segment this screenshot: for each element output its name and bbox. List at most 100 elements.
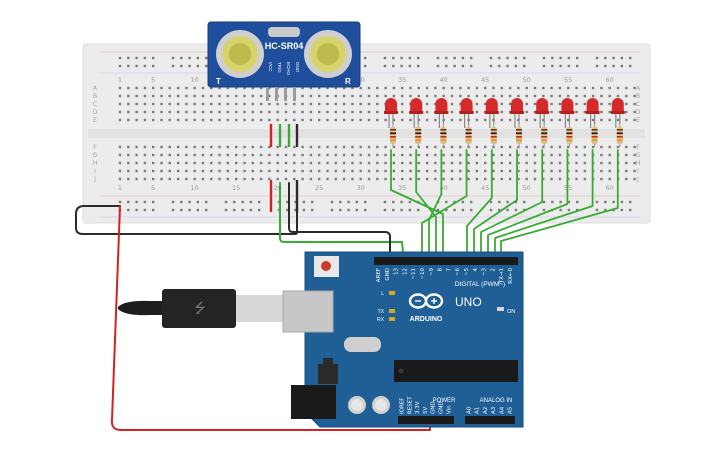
digital-pin-label: ~11 (411, 268, 417, 280)
usb-icon: ⭍ (194, 300, 206, 316)
digital-pin-label: ~9 (429, 268, 435, 277)
resistor (591, 124, 598, 147)
reset-button[interactable] (321, 261, 331, 271)
analog-pin-label: A2 (483, 407, 489, 414)
bb-column-number-top: 60 (606, 76, 614, 84)
digital-label: DIGITAL (PWM~) (455, 281, 505, 288)
bb-column-number-bottom: 30 (357, 184, 365, 192)
sensor-corner-right: R (345, 77, 351, 86)
bb-column-number-top: 30 (357, 76, 365, 84)
led-signal-wire (415, 149, 437, 263)
power-pin-label: GND (439, 401, 445, 414)
bb-row-letter: H (636, 160, 641, 167)
resistor (415, 124, 422, 147)
digital-pin-label: GND (385, 268, 391, 281)
digital-pin-label: 8 (438, 268, 444, 272)
arduino-logo (408, 293, 444, 309)
power-pin-label: 3.3V (415, 401, 421, 414)
digital-pin-label: 12 (402, 268, 408, 275)
crystal (268, 27, 300, 37)
led (459, 98, 474, 128)
analog-header (465, 416, 515, 424)
gnd-rail-wire (75, 205, 298, 235)
led-signal-wire (466, 149, 493, 263)
bb-row-letter: C (636, 101, 640, 108)
digital-pin-label: ~3 (482, 268, 488, 277)
sensor-pin-label: TRIG (277, 62, 282, 73)
digital-pin-label: TX→1 (499, 268, 505, 284)
led-signal-wire (421, 149, 468, 263)
bb-column-number-bottom: 40 (440, 184, 448, 192)
atmega-chip (394, 360, 518, 382)
resistor (566, 124, 573, 147)
bb-column-number-top: 1 (118, 76, 122, 84)
bb-row-letter: I (637, 168, 639, 175)
bb-column-number-bottom: 25 (315, 184, 323, 192)
led (560, 98, 575, 128)
5v-wire (110, 205, 431, 431)
bb-column-number-top: 45 (481, 76, 489, 84)
sensor-corner-left: T (216, 77, 221, 86)
brand-label: ARDUINO (410, 316, 443, 323)
bb-column-number-bottom: 5 (151, 184, 155, 192)
resistor (465, 124, 472, 147)
bb-row-letter: A (93, 85, 98, 92)
resistor (516, 124, 522, 147)
led (510, 98, 524, 128)
led-signal-wire (487, 149, 569, 263)
usb-plug (162, 289, 236, 328)
bb-column-number-top: 35 (398, 76, 406, 84)
bb-row-letter: H (93, 160, 98, 167)
trig-wire (279, 182, 405, 263)
digital-pin-label: RX←0 (508, 268, 514, 284)
led-signal-wire (473, 149, 518, 263)
bb-row-letter: C (93, 101, 97, 108)
on-label: ON (507, 309, 515, 315)
resistor (616, 124, 623, 147)
on-led (497, 307, 504, 311)
power-jack (291, 385, 336, 419)
power-pin-label: IOREF (400, 398, 406, 414)
bb-row-letter: E (636, 117, 640, 124)
bb-row-letter: D (93, 109, 98, 116)
resistor (541, 124, 548, 147)
indicator-led-label: L (381, 291, 384, 297)
usb-port (282, 290, 334, 333)
bb-column-number-top: 5 (151, 76, 155, 84)
digital-pin-label: ~5 (464, 268, 470, 277)
led (535, 98, 550, 128)
bb-column-number-top: 10 (191, 76, 199, 84)
bb-row-letter: B (93, 93, 97, 100)
analog-pin-label: A1 (475, 407, 481, 414)
bb-row-letter: F (636, 144, 640, 151)
usb-connector (236, 295, 286, 322)
bb-column-number-top: 40 (440, 76, 448, 84)
bb-column-number-bottom: 60 (606, 184, 614, 192)
bb-column-number-bottom: 35 (398, 184, 406, 192)
l-led (389, 291, 395, 295)
bb-row-letter: E (93, 117, 97, 124)
resistor (440, 124, 447, 147)
sensor-pin-label: ECHO (286, 62, 291, 76)
model-label: UNO (455, 295, 482, 309)
led-signal-wire (494, 149, 594, 263)
voltage-regulator (318, 364, 338, 384)
bb-row-letter: F (93, 144, 97, 151)
bb-column-number-bottom: 15 (232, 184, 240, 192)
bb-column-number-bottom: 20 (274, 184, 282, 192)
resistor (490, 124, 497, 147)
digital-pin-label: 2 (490, 268, 496, 272)
indicator-led-label: RX (377, 317, 385, 323)
rx-led (389, 317, 395, 321)
power-pin-label: 5V (423, 407, 429, 414)
tx-led (389, 309, 395, 313)
bb-column-number-top: 55 (564, 76, 572, 84)
digital-pin-label: AREF (376, 268, 382, 282)
bb-row-letter: B (636, 93, 640, 100)
analog-label: ANALOG IN (480, 398, 513, 404)
power-pin-label: Vin (446, 405, 452, 414)
analog-pin-label: A5 (508, 406, 514, 414)
